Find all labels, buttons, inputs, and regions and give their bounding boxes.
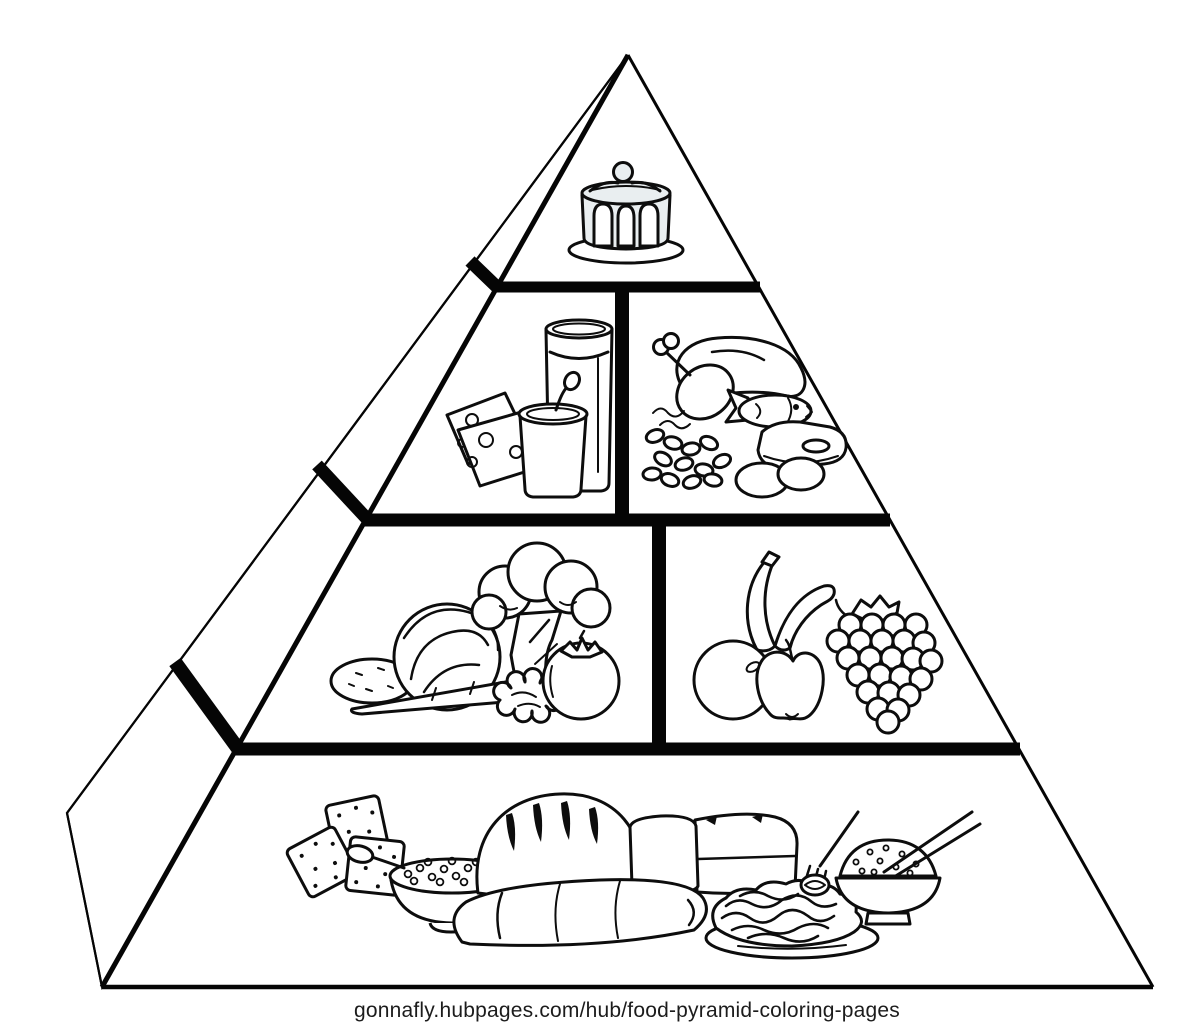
fish-icon [724, 388, 813, 429]
grains-section [285, 792, 982, 960]
pyramid-structure [65, 53, 1155, 991]
spaghetti-plate-icon [704, 810, 880, 960]
protein-section [641, 332, 848, 499]
rice-bowl-icon [834, 810, 982, 926]
orange-icon [692, 639, 774, 721]
grapes-icon [825, 594, 944, 735]
banana-icon [745, 550, 836, 653]
pyramid-back-left-edge [65, 54, 629, 988]
baguette-icon [452, 878, 708, 947]
fruits-section [692, 550, 944, 735]
sweets-section [567, 161, 685, 265]
beans-icon [641, 407, 733, 490]
tomato-icon [541, 629, 621, 721]
fork-icon [799, 810, 860, 897]
drumstick-icon [652, 332, 735, 421]
caption: gonnafly.hubpages.com/hub/food-pyramid-c… [353, 999, 901, 1022]
cake-icon [567, 161, 685, 265]
chopsticks-icon [882, 810, 982, 879]
vegetables-section [329, 541, 621, 724]
yogurt-cup-icon [517, 370, 589, 499]
dairy-section [445, 318, 614, 499]
bread-boule-icon [475, 792, 645, 900]
apple-icon [755, 638, 825, 721]
section-divider-lines [235, 281, 1020, 756]
eggs-icon [734, 456, 826, 499]
pyramid-right-edge [626, 54, 1155, 988]
